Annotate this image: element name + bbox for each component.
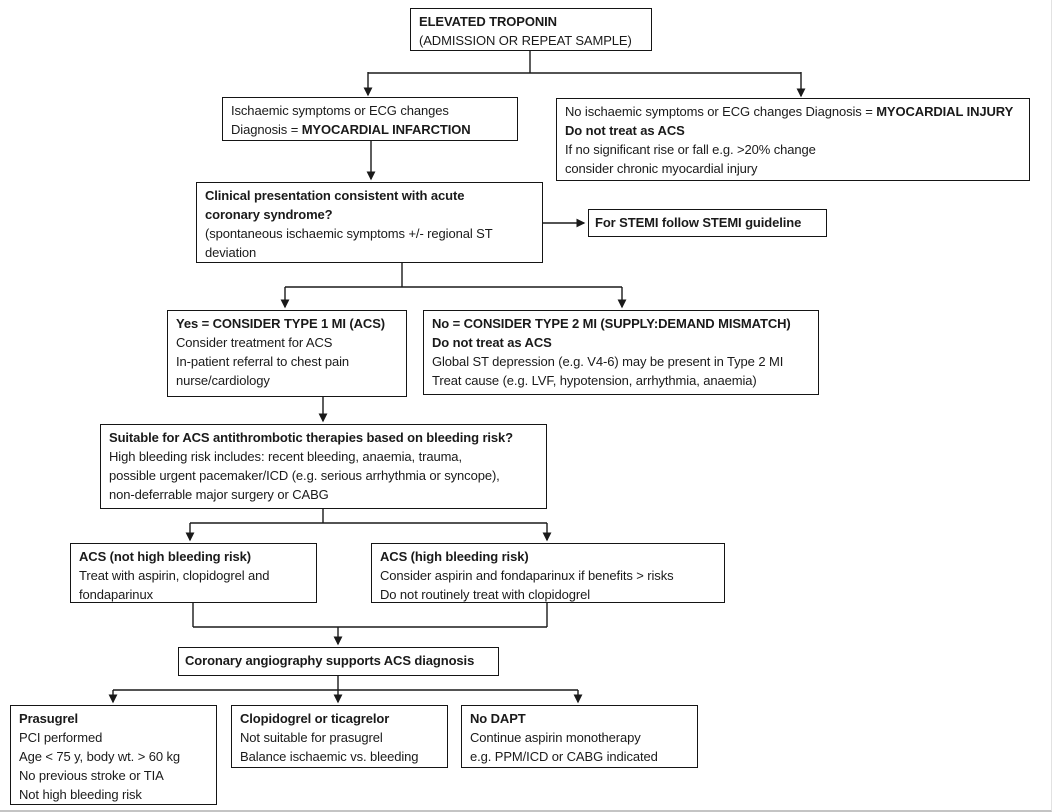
acs-low-title: ACS (not high bleeding risk) (79, 549, 251, 564)
acs-low-line: Treat with aspirin, clopidogrel and (79, 568, 270, 583)
angio-text: Coronary angiography supports ACS diagno… (185, 653, 475, 668)
type2-warning: Do not treat as ACS (432, 335, 552, 350)
box-bleeding-risk: Suitable for ACS antithrombotic therapie… (100, 424, 547, 509)
box-coronary-angiography: Coronary angiography supports ACS diagno… (178, 647, 499, 676)
bleeding-line: High bleeding risk includes: recent blee… (109, 449, 462, 464)
box-stemi-guideline: For STEMI follow STEMI guideline (588, 209, 827, 237)
mi-diagnosis-value: MYOCARDIAL INFARCTION (301, 122, 471, 137)
connector-clinical-branch (285, 263, 622, 288)
prasugrel-line: Age < 75 y, body wt. > 60 kg (19, 749, 181, 764)
troponin-title: ELEVATED TROPONIN (419, 14, 557, 29)
type1-line: nurse/cardiology (176, 373, 270, 388)
clopidogrel-title: Clopidogrel or ticagrelor (240, 711, 390, 726)
prasugrel-line: Not high bleeding risk (19, 787, 142, 802)
acs-high-line: Consider aspirin and fondaparinux if ben… (380, 568, 674, 583)
injury-warning: Do not treat as ACS (565, 123, 685, 138)
type1-line: Consider treatment for ACS (176, 335, 333, 350)
clinical-question: Clinical presentation consistent with ac… (205, 188, 465, 203)
stemi-text: For STEMI follow STEMI guideline (595, 215, 802, 230)
prasugrel-line: No previous stroke or TIA (19, 768, 164, 783)
box-type1-mi: Yes = CONSIDER TYPE 1 MI (ACS) Consider … (167, 310, 407, 397)
connector-troponin-branch (368, 51, 801, 74)
prasugrel-line: PCI performed (19, 730, 103, 745)
clinical-question: coronary syndrome? (205, 207, 333, 222)
connector-acs-merge (192, 603, 548, 628)
type1-title: Yes = CONSIDER TYPE 1 MI (ACS) (176, 316, 386, 331)
type2-title: No = CONSIDER TYPE 2 MI (SUPPLY:DEMAND M… (432, 316, 791, 331)
troponin-subtitle: (ADMISSION OR REPEAT SAMPLE) (419, 33, 632, 48)
no-dapt-title: No DAPT (470, 711, 526, 726)
box-clinical-presentation: Clinical presentation consistent with ac… (196, 182, 543, 263)
clopidogrel-line: Not suitable for prasugrel (240, 730, 383, 745)
connector-angio-branch (113, 676, 578, 691)
type2-line: Treat cause (e.g. LVF, hypotension, arrh… (432, 373, 757, 388)
box-clopidogrel-ticagrelor: Clopidogrel or ticagrelor Not suitable f… (231, 705, 448, 768)
box-myocardial-injury: No ischaemic symptoms or ECG changes Dia… (556, 98, 1030, 181)
mi-diagnosis-line: Diagnosis = MYOCARDIAL INFARCTION (231, 120, 509, 139)
injury-diagnosis-value: MYOCARDIAL INJURY (876, 104, 1014, 119)
injury-line: consider chronic myocardial injury (565, 161, 758, 176)
acs-low-line: fondaparinux (79, 587, 153, 602)
prasugrel-title: Prasugrel (19, 711, 79, 726)
mi-line: Ischaemic symptoms or ECG changes (231, 103, 449, 118)
no-dapt-line: Continue aspirin monotherapy (470, 730, 641, 745)
box-acs-high-risk: ACS (high bleeding risk) Consider aspiri… (371, 543, 725, 603)
type1-line: In-patient referral to chest pain (176, 354, 350, 369)
no-dapt-line: e.g. PPM/ICD or CABG indicated (470, 749, 658, 764)
box-prasugrel: Prasugrel PCI performed Age < 75 y, body… (10, 705, 217, 805)
acs-high-title: ACS (high bleeding risk) (380, 549, 529, 564)
clopidogrel-line: Balance ischaemic vs. bleeding (240, 749, 419, 764)
bleeding-line: non-deferrable major surgery or CABG (109, 487, 329, 502)
box-type2-mi: No = CONSIDER TYPE 2 MI (SUPPLY:DEMAND M… (423, 310, 819, 395)
box-elevated-troponin: ELEVATED TROPONIN (ADMISSION OR REPEAT S… (410, 8, 652, 51)
connector-bleeding-branch (190, 509, 547, 524)
injury-line: If no significant rise or fall e.g. >20%… (565, 142, 816, 157)
clinical-note: deviation (205, 245, 257, 260)
acs-high-line: Do not routinely treat with clopidogrel (380, 587, 590, 602)
clinical-note: (spontaneous ischaemic symptoms +/- regi… (205, 226, 493, 241)
bleeding-line: possible urgent pacemaker/ICD (e.g. seri… (109, 468, 500, 483)
box-no-dapt: No DAPT Continue aspirin monotherapy e.g… (461, 705, 698, 768)
injury-diagnosis-label: No ischaemic symptoms or ECG changes Dia… (565, 104, 877, 119)
type2-line: Global ST depression (e.g. V4-6) may be … (432, 354, 784, 369)
box-acs-not-high-risk: ACS (not high bleeding risk) Treat with … (70, 543, 317, 603)
box-myocardial-infarction: Ischaemic symptoms or ECG changes Diagno… (222, 97, 518, 141)
injury-diagnosis-line: No ischaemic symptoms or ECG changes Dia… (565, 102, 1021, 121)
mi-diagnosis-label: Diagnosis = (231, 122, 302, 137)
bleeding-title: Suitable for ACS antithrombotic therapie… (109, 430, 514, 445)
